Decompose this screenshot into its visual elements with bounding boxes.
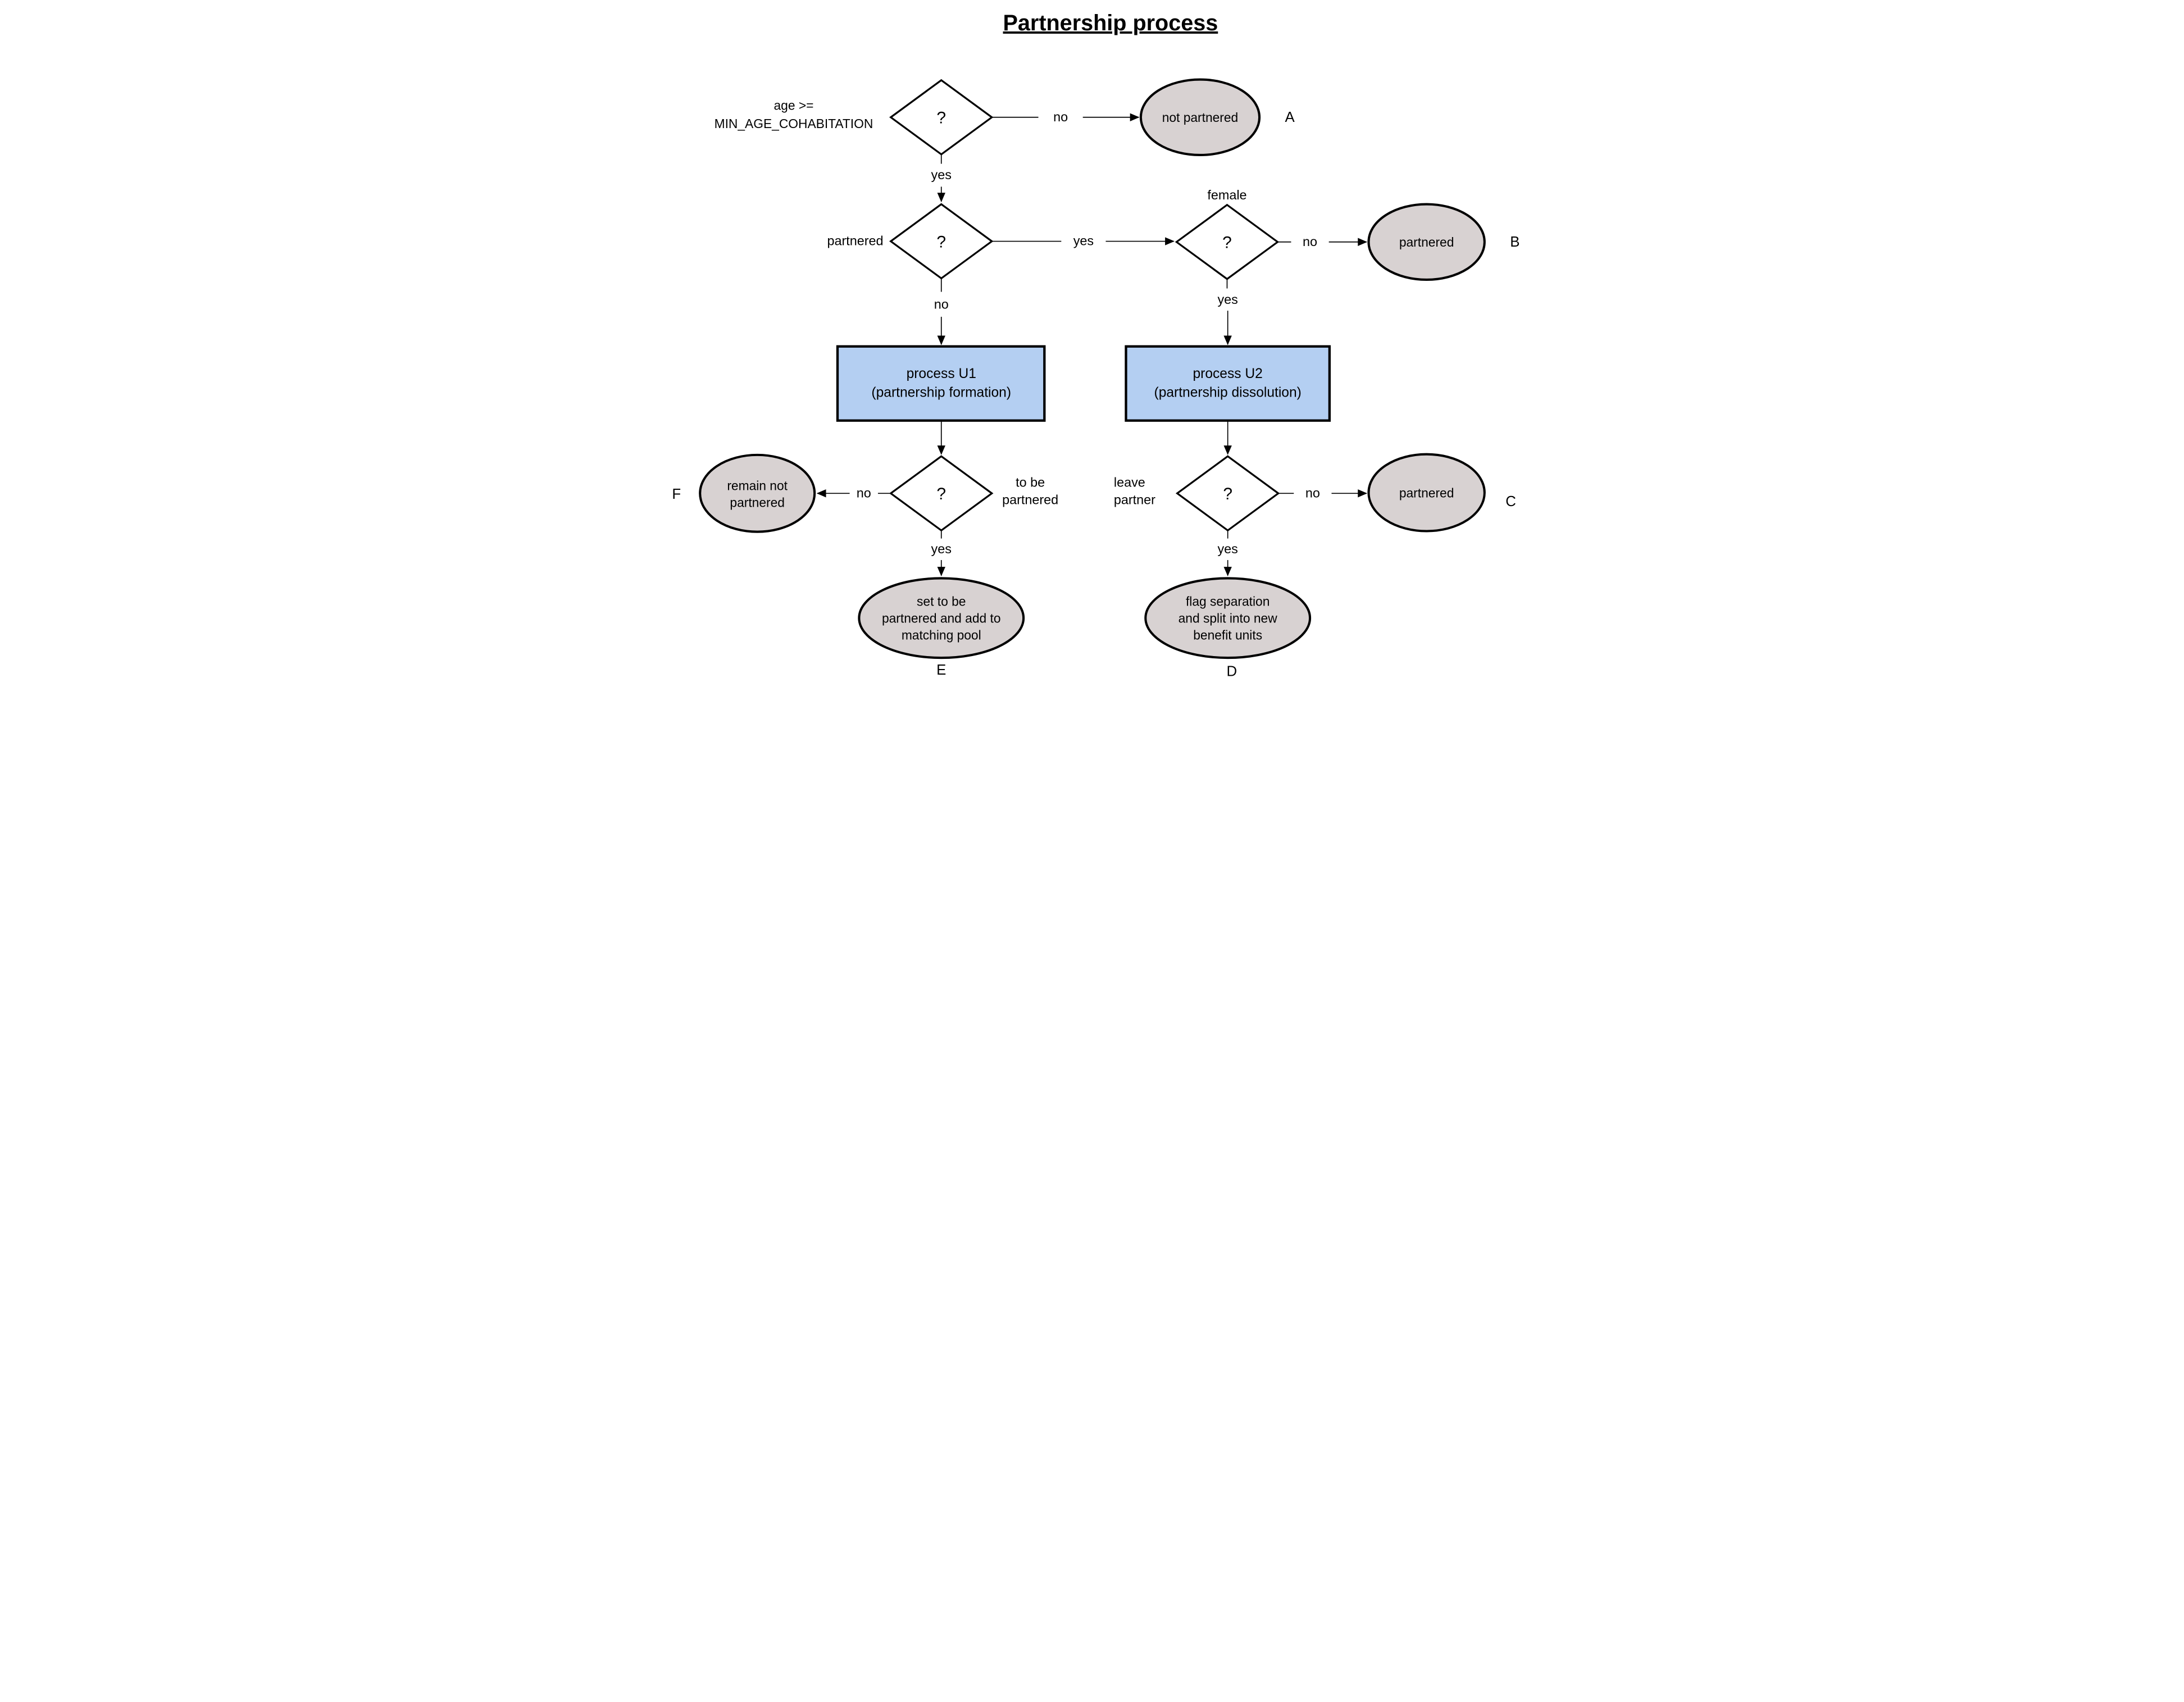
decision-age-label-line2: MIN_AGE_COHABITATION xyxy=(714,116,873,131)
flowchart-canvas: Partnership process no yes yes no no yes… xyxy=(656,0,1529,681)
terminal-flag-separation-d-line2: and split into new xyxy=(1178,611,1277,626)
process-u1-box xyxy=(836,345,1045,422)
decision-leave-partner-label-line2: partner xyxy=(1113,492,1155,507)
terminal-partnered-c xyxy=(1367,453,1486,533)
terminal-set-to-be-partnered-e-line2: partnered and add to xyxy=(881,611,1000,626)
decision-age-diamond xyxy=(889,79,993,156)
partnership-process-diagram: Partnership process no yes yes no no yes… xyxy=(672,11,1519,679)
terminal-not-partnered-a xyxy=(1139,78,1261,157)
process-u2-line1: process U2 xyxy=(1193,366,1262,381)
ref-label-a: A xyxy=(1285,110,1295,125)
process-u1-line2: (partnership formation) xyxy=(871,385,1011,401)
terminal-remain-not-partnered-f xyxy=(698,453,816,533)
ref-label-f: F xyxy=(672,486,681,502)
decision-to-be-partnered-label-line2: partnered xyxy=(1002,492,1058,507)
decision-partnered-label: partnered xyxy=(827,234,883,248)
terminal-flag-separation-d xyxy=(1144,577,1311,659)
terminal-partnered-c-text: partnered xyxy=(1399,485,1454,500)
edge-label-tobe-no: no xyxy=(856,485,871,500)
terminal-partnered-b xyxy=(1367,203,1486,281)
process-u2-box xyxy=(1124,345,1331,422)
decision-to-be-partnered-label-line1: to be xyxy=(1016,475,1045,489)
decision-age-question: ? xyxy=(936,109,946,128)
terminal-flag-separation-d-line3: benefit units xyxy=(1193,628,1262,643)
terminal-flag-separation-d-line1: flag separation xyxy=(1185,594,1269,609)
edge-label-tobe-yes: yes xyxy=(931,541,951,556)
decision-partnered-diamond xyxy=(889,203,993,280)
page-title: Partnership process xyxy=(1003,11,1218,35)
process-u2-line2: (partnership dissolution) xyxy=(1154,385,1301,401)
decision-partnered-question: ? xyxy=(936,233,946,251)
edge-label-leave-yes: yes xyxy=(1217,541,1237,556)
edge-label-partnered-no: no xyxy=(934,297,948,312)
ref-label-e: E xyxy=(936,662,946,678)
decision-to-be-partnered-diamond xyxy=(889,455,993,532)
edge-label-female-yes: yes xyxy=(1217,292,1237,307)
decision-female-label: female xyxy=(1207,188,1246,202)
terminal-partnered-b-text: partnered xyxy=(1399,235,1454,249)
terminal-remain-not-partnered-f-line1: remain not xyxy=(727,478,788,493)
edge-label-partnered-yes: yes xyxy=(1073,234,1093,248)
terminal-set-to-be-partnered-e-line1: set to be xyxy=(917,594,966,609)
terminal-remain-not-partnered-f-line2: partnered xyxy=(730,495,785,509)
decision-age-label-line1: age >= xyxy=(774,98,813,113)
decision-leave-partner-question: ? xyxy=(1223,485,1232,503)
edge-label-age-yes: yes xyxy=(931,167,951,182)
process-u1-line1: process U1 xyxy=(906,366,976,381)
decision-to-be-partnered-question: ? xyxy=(936,485,946,503)
edge-label-age-no: no xyxy=(1053,110,1068,124)
ref-label-b: B xyxy=(1510,234,1519,250)
decision-leave-partner-label-line1: leave xyxy=(1113,475,1145,489)
edge-label-female-no: no xyxy=(1303,234,1317,249)
terminal-set-to-be-partnered-e-line3: matching pool xyxy=(901,628,981,643)
decision-leave-partner-diamond xyxy=(1175,455,1280,532)
ref-label-d: D xyxy=(1226,663,1237,679)
decision-female-question: ? xyxy=(1222,234,1232,252)
edge-label-leave-no: no xyxy=(1305,485,1320,500)
terminal-set-to-be-partnered-e xyxy=(857,577,1025,659)
decision-female-diamond xyxy=(1175,203,1279,280)
terminal-not-partnered-a-text: not partnered xyxy=(1162,110,1238,125)
ref-label-c: C xyxy=(1505,494,1516,509)
